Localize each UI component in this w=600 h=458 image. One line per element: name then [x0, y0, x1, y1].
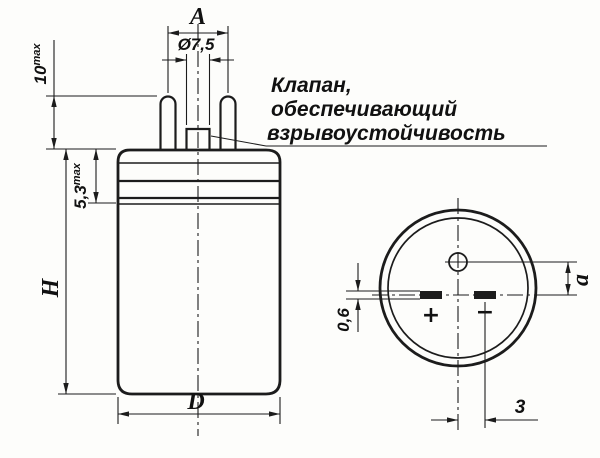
terminal-pin-left [159, 95, 177, 149]
polarity-plus-label: + [422, 303, 440, 328]
dim-label-terminal-thickness: 0,6 [334, 308, 353, 332]
callout-line-3: взрывоустойчивость [267, 122, 506, 145]
dimension-valve-diameter: Ø7,5 [162, 35, 234, 125]
dim-label-A: A [188, 4, 206, 30]
dimension-crimp: 5,3max [71, 149, 116, 209]
safety-valve [185, 127, 211, 149]
dimension-diameter: D [117, 389, 281, 424]
terminal-minus [474, 291, 496, 299]
dimension-center-offset: 3 [431, 302, 538, 428]
side-view: A Ø7,5 10max 5,3max [31, 4, 547, 436]
case-inner-circle [387, 217, 529, 359]
dimension-height: H [38, 149, 116, 395]
dimension-a: a [445, 261, 594, 296]
valve-callout: Клапан, обеспечивающий взрывоустойчивост… [210, 74, 547, 147]
dim-label-center-offset: 3 [515, 397, 526, 418]
dimension-terminal-thickness: 0,6 [334, 263, 420, 332]
dim-label-a: a [568, 274, 594, 286]
bottom-view: + − a 0,6 3 [334, 198, 594, 430]
callout-line-2: обеспечивающий [271, 98, 457, 121]
case-outline-circle [378, 208, 538, 368]
dim-label-valve-diameter: Ø7,5 [178, 35, 215, 54]
dimension-pin-length: 10max [31, 40, 157, 150]
dim-label-pin-length: 10max [31, 43, 50, 85]
dim-label-height: H [38, 277, 64, 298]
terminal-pin-right [219, 95, 237, 149]
dim-label-crimp: 5,3max [71, 162, 90, 209]
callout-leader-line [210, 135, 267, 147]
callout-line-1: Клапан, [271, 74, 352, 97]
terminal-plus [420, 291, 442, 299]
crimp-lines [119, 162, 279, 205]
dimension-A: A [167, 4, 229, 93]
dim-label-diameter: D [186, 389, 204, 415]
capacitor-body [116, 148, 282, 396]
